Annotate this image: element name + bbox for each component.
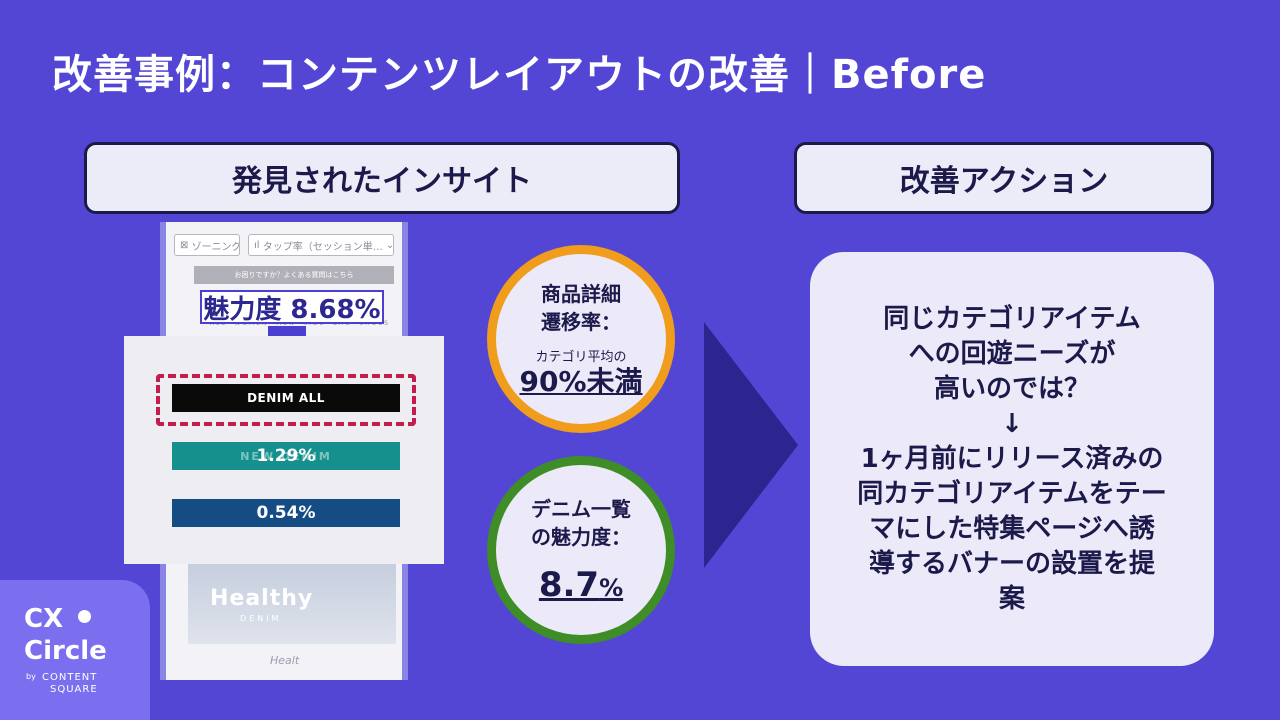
- logo-content: CONTENT: [42, 672, 98, 683]
- logo-circle: Circle: [24, 636, 107, 666]
- action-line: 同カテゴリアイテムをテー: [857, 478, 1167, 509]
- transition-rate-circle: 商品詳細 遷移率： カテゴリ平均の 90%未満: [487, 245, 675, 433]
- right-triangle-arrow-icon: [704, 322, 798, 568]
- attractiveness-label: 魅力度 8.68%: [200, 290, 384, 325]
- teal-bar-caption: NEW DENIM: [240, 449, 332, 463]
- signature-logo: Healt: [270, 654, 300, 667]
- action-header: 改善アクション: [794, 142, 1214, 214]
- action-text-box: 同じカテゴリアイテム への回遊ニーズが 高いのでは？ ↓ 1ヶ月前にリリース済み…: [810, 252, 1214, 666]
- action-line: 同じカテゴリアイテム: [883, 303, 1141, 334]
- circle-value: 8.7%: [539, 565, 623, 605]
- circle-number: 8.7: [538, 565, 600, 605]
- slide-title: 改善事例：コンテンツレイアウトの改善｜Before: [52, 52, 987, 98]
- circle-line: の魅力度：: [531, 525, 631, 549]
- highlight-dashed-frame: [156, 374, 416, 426]
- denim-attractiveness-circle: デニム一覧 の魅力度： 8.7%: [487, 456, 675, 644]
- tap-rate-label: タップ率（セッション単…: [262, 241, 383, 253]
- circle-unit: %: [599, 574, 624, 602]
- action-line: への回遊ニーズが: [908, 338, 1116, 369]
- faq-banner: お困りですか？よくある質問はこちら: [194, 266, 394, 284]
- circle-caption: カテゴリ平均の: [535, 349, 627, 365]
- hero-subtitle: DENIM: [240, 614, 282, 623]
- denim-all-bar: DENIM ALL: [172, 384, 400, 412]
- circle-line: 遷移率：: [541, 309, 621, 334]
- hero-title: Healthy: [210, 586, 314, 611]
- chevron-down-icon: ⌄: [382, 239, 394, 251]
- action-line: 1ヶ月前にリリース済みの: [860, 443, 1164, 474]
- bar-chart-icon: ıl: [254, 239, 263, 251]
- circle-line: デニム一覧: [531, 497, 631, 521]
- action-line: 案: [998, 583, 1025, 614]
- action-line: 導するバナーの設置を提: [868, 548, 1155, 579]
- tap-rate-dropdown: ıl タップ率（セッション単… ⌄: [248, 234, 394, 256]
- zoning-tab: ⊠ ゾーニング: [174, 234, 240, 256]
- insight-header: 発見されたインサイト: [84, 142, 680, 214]
- healthy-denim-banner: Healthy DENIM: [188, 562, 396, 644]
- cx-circle-logo: CX Circle by CONTENT SQUARE: [0, 580, 150, 720]
- down-arrow-text: ↓: [1001, 408, 1023, 439]
- action-line: 高いのでは？: [933, 373, 1090, 404]
- grid-icon: ⊠: [180, 239, 192, 251]
- action-line: マにした特集ページへ誘: [869, 513, 1155, 544]
- logo-square: SQUARE: [50, 684, 98, 695]
- circle-line: 商品詳細: [541, 281, 621, 306]
- teal-metric-bar: NEW DENIM 1.29%: [172, 442, 400, 470]
- teal-bar-value: 1.29%: [256, 446, 316, 466]
- zoning-tab-label: ゾーニング: [191, 241, 240, 253]
- navy-metric-bar: 0.54%: [172, 499, 400, 527]
- circle-value: 90%未満: [519, 364, 643, 398]
- logo-by: by: [26, 672, 36, 681]
- logo-cx: CX: [24, 604, 64, 634]
- logo-dot-icon: [78, 610, 91, 623]
